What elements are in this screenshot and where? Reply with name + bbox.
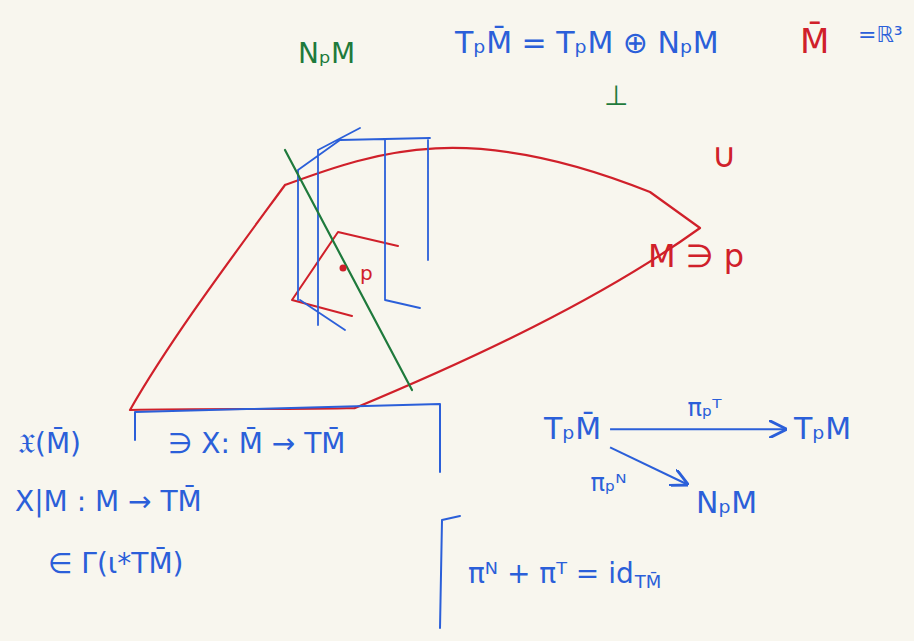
bracket bbox=[135, 404, 440, 472]
projection-label: πₚᴺ bbox=[591, 470, 627, 498]
term-text: NₚM bbox=[696, 485, 757, 520]
space-term: TₚM̄ bbox=[538, 408, 607, 451]
equation: TₚM̄ = TₚM ⊕ NₚM bbox=[455, 26, 719, 61]
space-term: NₚM bbox=[690, 482, 763, 525]
projection-identity: πᴺ + πᵀ = id bbox=[468, 558, 634, 590]
normal-line bbox=[285, 150, 412, 390]
restriction-map: X|M : M → TM̄ bbox=[15, 486, 202, 518]
identity-subscript: TM̄ bbox=[635, 572, 662, 593]
tangent-plane bbox=[292, 232, 398, 316]
perp-symbol: ⊥ bbox=[604, 80, 628, 112]
surface-outline bbox=[130, 148, 700, 410]
projection-arrow bbox=[610, 428, 785, 430]
ambient-symbol: M̄ bbox=[800, 22, 829, 61]
projection-label: πₚᵀ bbox=[688, 395, 722, 423]
point-p bbox=[340, 265, 347, 272]
section-membership: ∈ Γ(ι*TM̄) bbox=[48, 548, 183, 580]
bracket bbox=[440, 516, 460, 628]
term-text: TₚM̄ bbox=[544, 411, 601, 446]
manifold-label: M ∋ p bbox=[648, 238, 744, 275]
vector-fields: 𝔛(M̄) bbox=[18, 428, 81, 460]
point-label: p bbox=[358, 262, 375, 285]
space-term: TₚM bbox=[788, 408, 857, 451]
normal-space-label: NₚM bbox=[298, 38, 355, 70]
subset-symbol: ∪ bbox=[712, 136, 737, 175]
term-text: TₚM bbox=[794, 411, 851, 446]
vector-field-map: ∋ X: M̄ → TM̄ bbox=[168, 428, 346, 460]
ambient-value: =ℝ³ bbox=[858, 22, 903, 47]
